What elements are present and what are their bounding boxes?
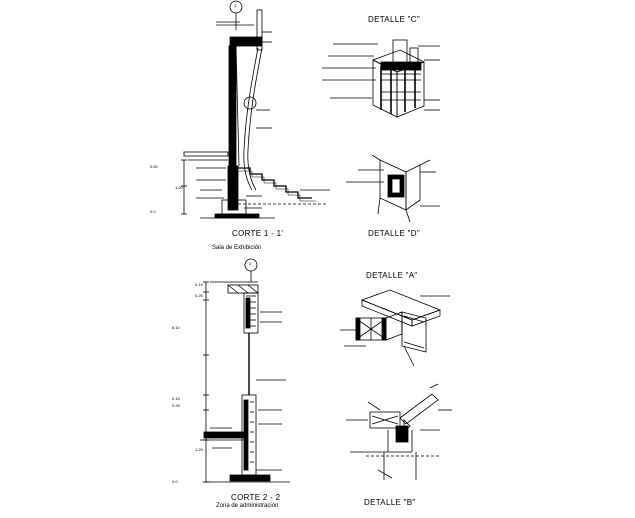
corte-1-section <box>181 0 330 219</box>
detalle-c-title: DETALLE "C" <box>368 15 420 24</box>
detalle-d-title: DETALLE "D" <box>368 229 420 238</box>
dim-2-5: 1.20 <box>195 447 203 452</box>
detalle-d <box>346 154 440 223</box>
corte-2-subtitle: Zona de administración <box>216 503 279 509</box>
detalle-b <box>346 383 452 480</box>
corte-1-subtitle: Sala de Exhibición <box>212 245 262 251</box>
dim-2-1: 0.25 <box>195 293 203 298</box>
dim-2-2: 8.10 <box>172 325 180 330</box>
dim-1-1: 1.20 <box>175 185 183 190</box>
dim-1-2: 0.0 <box>150 209 156 214</box>
detalle-a <box>340 289 450 367</box>
detalle-b-title: DETALLE "B" <box>364 498 416 507</box>
dim-2-0: 0.15 <box>195 282 203 287</box>
corte-2-title: CORTE 2 - 2 <box>231 493 281 502</box>
axis-marker-2: 2 <box>249 261 252 266</box>
axis-marker-1: 1 <box>234 3 237 8</box>
detalle-c <box>322 39 440 118</box>
corte-2-section <box>200 258 290 483</box>
dim-2-6: 0.0 <box>172 479 178 484</box>
corte-1-title: CORTE 1 - 1' <box>232 229 284 238</box>
dim-2-3: 0.15 <box>172 396 180 401</box>
detalle-a-title: DETALLE "A" <box>366 271 418 280</box>
dim-1-0: 0.50 <box>150 164 158 169</box>
dim-2-4: 0.25 <box>172 403 180 408</box>
